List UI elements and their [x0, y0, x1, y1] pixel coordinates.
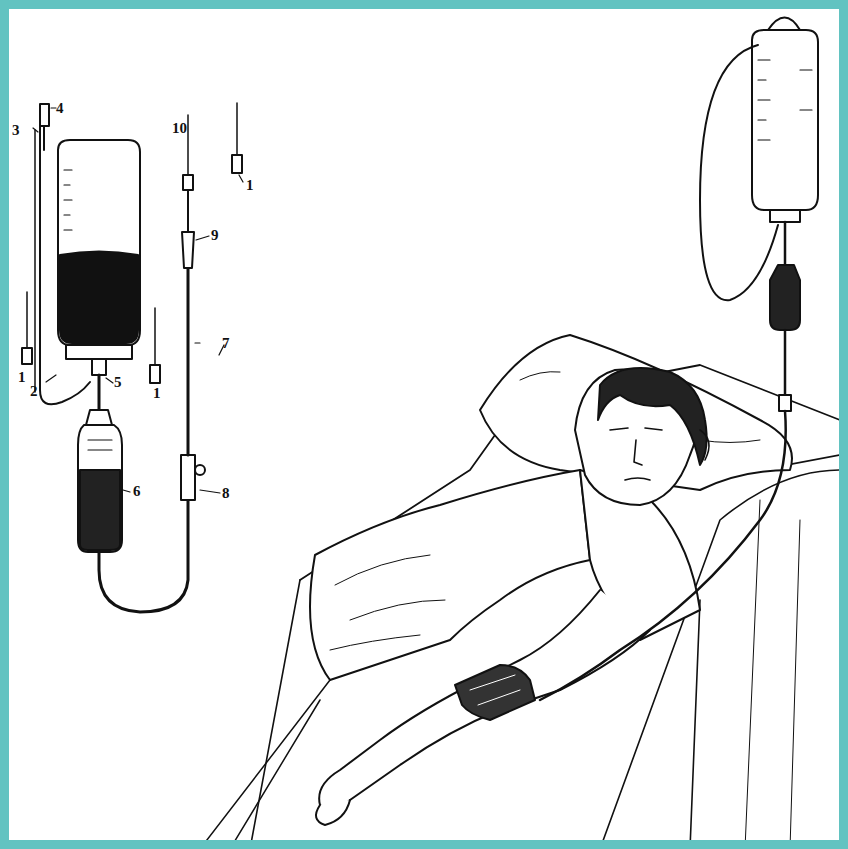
tubing [540, 411, 786, 700]
tubing [187, 268, 190, 455]
callout-number: 6 [133, 484, 141, 499]
needle-hub [232, 155, 242, 173]
face [610, 428, 662, 480]
sheet-fold [745, 500, 800, 840]
leader-line [200, 490, 220, 493]
infusion-bottle [58, 140, 140, 345]
bed-edge [250, 455, 839, 840]
graduation [758, 60, 812, 140]
drip-chamber [78, 425, 122, 552]
needle [154, 308, 156, 365]
bottle-cap [66, 345, 132, 359]
drip-chamber [770, 265, 800, 330]
callout-number: 2 [30, 384, 38, 399]
arm [319, 590, 650, 809]
needle-hub [183, 175, 193, 190]
infusion-illustration [9, 9, 839, 840]
leader-line [239, 175, 243, 182]
liquid [60, 252, 138, 344]
needle [187, 115, 189, 175]
callout-number: 3 [12, 123, 20, 138]
drawing-ground: 4 3 10 1 9 7 1 1 5 2 6 8 [9, 9, 839, 840]
hand [316, 800, 350, 825]
callout-number: 7 [222, 336, 230, 351]
callout-number: 5 [114, 375, 122, 390]
callout-number: 10 [172, 121, 187, 136]
callout-number: 4 [56, 101, 64, 116]
roller-clamp [779, 395, 791, 411]
tourniquet-texture [470, 675, 520, 705]
air-tube-edge [34, 130, 36, 392]
callout-number: 9 [211, 228, 219, 243]
chamber-ribs [88, 440, 112, 450]
tubing [187, 190, 189, 232]
leader-line [33, 128, 38, 132]
infusion-bottle [752, 30, 818, 210]
roller-clamp [181, 455, 195, 500]
needle-hub [150, 365, 160, 383]
chamber-top [86, 410, 112, 425]
leader-line [106, 378, 113, 383]
blanket-edge [200, 680, 330, 840]
bottle-cap [770, 210, 800, 222]
leader-line [123, 490, 130, 492]
ear [700, 430, 709, 460]
spike-hub [92, 359, 106, 375]
tourniquet [455, 665, 535, 720]
leader-line [196, 236, 209, 240]
needle [26, 292, 28, 348]
hair [598, 368, 707, 465]
graduation [64, 170, 72, 230]
callout-number: 8 [222, 486, 230, 501]
tubing [784, 330, 787, 395]
air-tube [700, 45, 778, 300]
tube-cap [40, 104, 49, 126]
callout-number: 1 [18, 370, 26, 385]
chamber-liquid [80, 470, 120, 550]
leader-line [46, 375, 56, 382]
spike [98, 375, 101, 410]
callout-number: 1 [246, 178, 254, 193]
needle [236, 103, 238, 155]
needle-hub [22, 348, 32, 364]
callout-number: 1 [153, 386, 161, 401]
blanket-fold [330, 555, 445, 650]
leader-line [51, 107, 56, 108]
tubing [784, 222, 787, 265]
tubing [99, 500, 188, 612]
leader-line [195, 342, 200, 343]
hanger [768, 18, 800, 31]
connector [182, 232, 194, 268]
clamp-wheel [195, 465, 205, 475]
